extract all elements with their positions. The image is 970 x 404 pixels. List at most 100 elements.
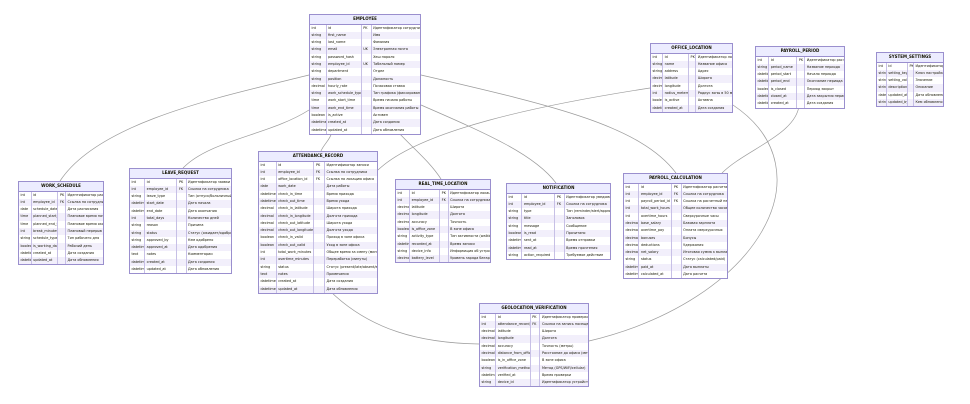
attr-name: id (887, 62, 908, 70)
attr-type: decimal (396, 218, 411, 226)
attr-name: longitude (663, 82, 690, 90)
attr-name: device_id (496, 379, 531, 387)
relation-line-employee-real_time_location (397, 131, 442, 180)
attr-type: int (259, 256, 277, 264)
attr-type: string (480, 364, 497, 372)
attr-key: PK (672, 183, 682, 191)
attr-key (531, 379, 541, 387)
attr-name: status (277, 263, 315, 271)
attr-name: type (522, 208, 556, 216)
attr-comment: Широта ухода (326, 220, 353, 225)
attr-type: decimal (396, 211, 411, 219)
attr-comment: Сверхурочные часы (683, 213, 719, 218)
attr-name: created_at (145, 258, 178, 267)
attr-key (362, 97, 372, 105)
attr-comment: Общее время за смену (минуты) (326, 250, 377, 255)
attr-comment: Время прочтения (566, 245, 598, 250)
attr-name: id (496, 313, 531, 321)
attr-name: employee_id (410, 196, 441, 205)
attr-comment: Дата расчета (683, 272, 708, 277)
attr-name: name (663, 60, 690, 69)
attr-name: updated_at (887, 91, 908, 99)
attr-comment: Точность (метры) (541, 343, 574, 348)
attr-key (314, 270, 326, 279)
attr-comment: Ссылка на сотрудника (566, 201, 607, 206)
attr-comment: Расстояние до офиса (метры) (541, 350, 588, 355)
attr-name: longitude (410, 211, 441, 219)
attr-name: updated_at (277, 285, 315, 293)
attr-name: latitude (496, 328, 531, 336)
attr-type: string (130, 229, 146, 237)
attr-key (797, 78, 806, 86)
attr-comment: Дата начала (188, 201, 211, 206)
attr-comment: Комментарии (188, 252, 213, 257)
attr-type: int (651, 89, 664, 98)
attribute-row: stringsetting_valueЗначение (877, 77, 943, 85)
attr-name: recorded_at (410, 240, 441, 248)
attr-type: int (480, 320, 497, 329)
attr-comment: Идентификатор локации (450, 190, 490, 195)
attr-type: int (624, 205, 640, 213)
attr-comment: Время ухода (326, 198, 350, 203)
attr-type: string (507, 222, 523, 230)
attr-comment: Идентификатор записи (326, 162, 369, 167)
attr-type: string (480, 379, 497, 387)
attr-key: PK (797, 56, 806, 64)
attr-name: password_hash (327, 53, 362, 61)
attr-type: int (877, 62, 887, 70)
attr-key (672, 219, 682, 228)
attr-comment: Статус (calculated/paid) (683, 257, 726, 262)
attr-name: setting_value (887, 77, 908, 85)
attr-key (58, 206, 67, 214)
attr-key (314, 249, 326, 257)
attr-type: int (480, 313, 497, 321)
relation-line-office_location-geolocation_verification (588, 104, 778, 342)
attr-type: decimal (310, 82, 327, 91)
attr-key: FK (314, 168, 326, 177)
attr-comment: В зоне офиса (541, 358, 566, 363)
attr-comment: Тип графика (фиксированный/гибкий) (373, 91, 420, 96)
attr-comment: Долгота ухода (326, 228, 353, 233)
attr-key (672, 271, 682, 279)
attr-key (314, 256, 326, 264)
attr-key (58, 227, 67, 236)
attr-key (362, 31, 372, 40)
attr-type: int (396, 189, 411, 197)
attr-name: employee_id (145, 185, 178, 194)
attr-type: string (651, 60, 664, 69)
attr-name: status (145, 229, 178, 237)
attr-comment: Тип активности (walking/stationary) (450, 234, 490, 239)
